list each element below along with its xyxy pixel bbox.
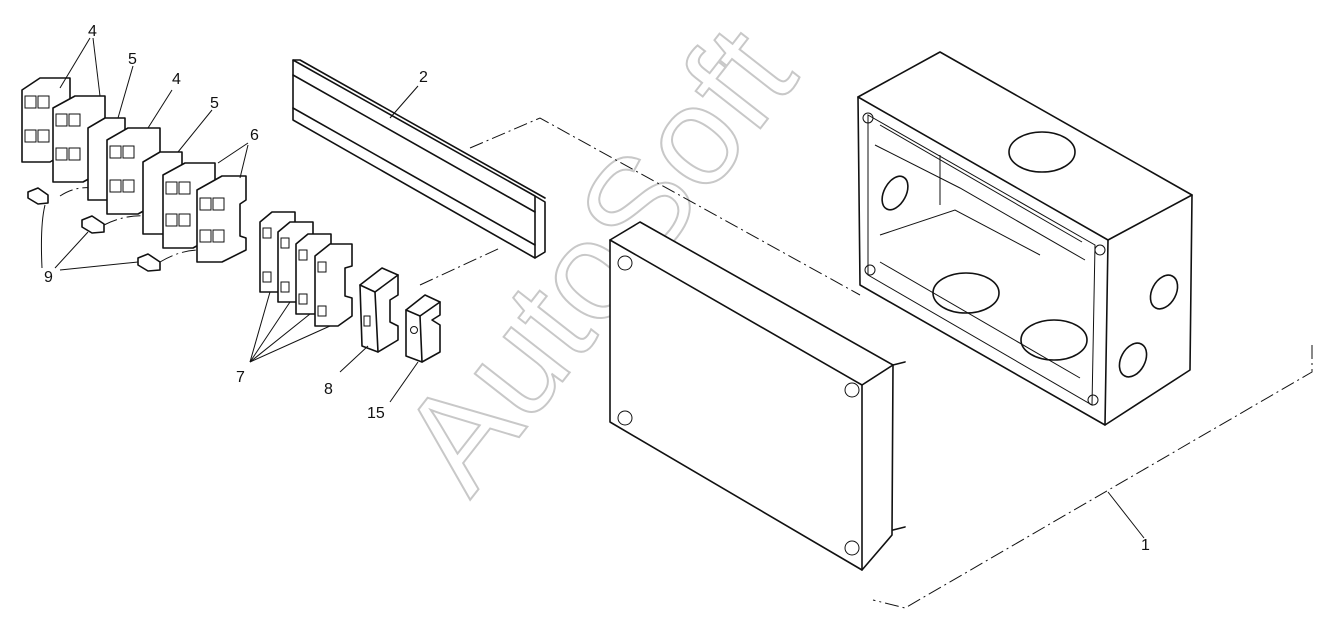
- leader-lines: [40, 37, 1145, 539]
- callout-1: 1: [1141, 537, 1150, 554]
- callout-7: 7: [236, 369, 245, 386]
- callout-4b: 4: [172, 71, 181, 88]
- enclosure-housing: [857, 51, 1193, 426]
- callout-5b: 5: [210, 95, 219, 112]
- jumper-clips: [27, 187, 161, 272]
- callout-4a: 4: [88, 23, 97, 40]
- cover-plate: [609, 221, 906, 571]
- end-blocks: [259, 211, 353, 327]
- end-clamp: [359, 267, 399, 353]
- terminal-block-row: [21, 77, 247, 263]
- callout-8: 8: [324, 381, 333, 398]
- callout-labels: 4 5 4 5 6 2 9 7 8 15 1: [44, 23, 1150, 554]
- stopper: [405, 294, 441, 363]
- callout-9: 9: [44, 269, 53, 286]
- din-rail: [292, 59, 546, 259]
- callout-6: 6: [250, 127, 259, 144]
- callout-15: 15: [367, 405, 385, 422]
- callout-5a: 5: [128, 51, 137, 68]
- callout-2: 2: [419, 69, 428, 86]
